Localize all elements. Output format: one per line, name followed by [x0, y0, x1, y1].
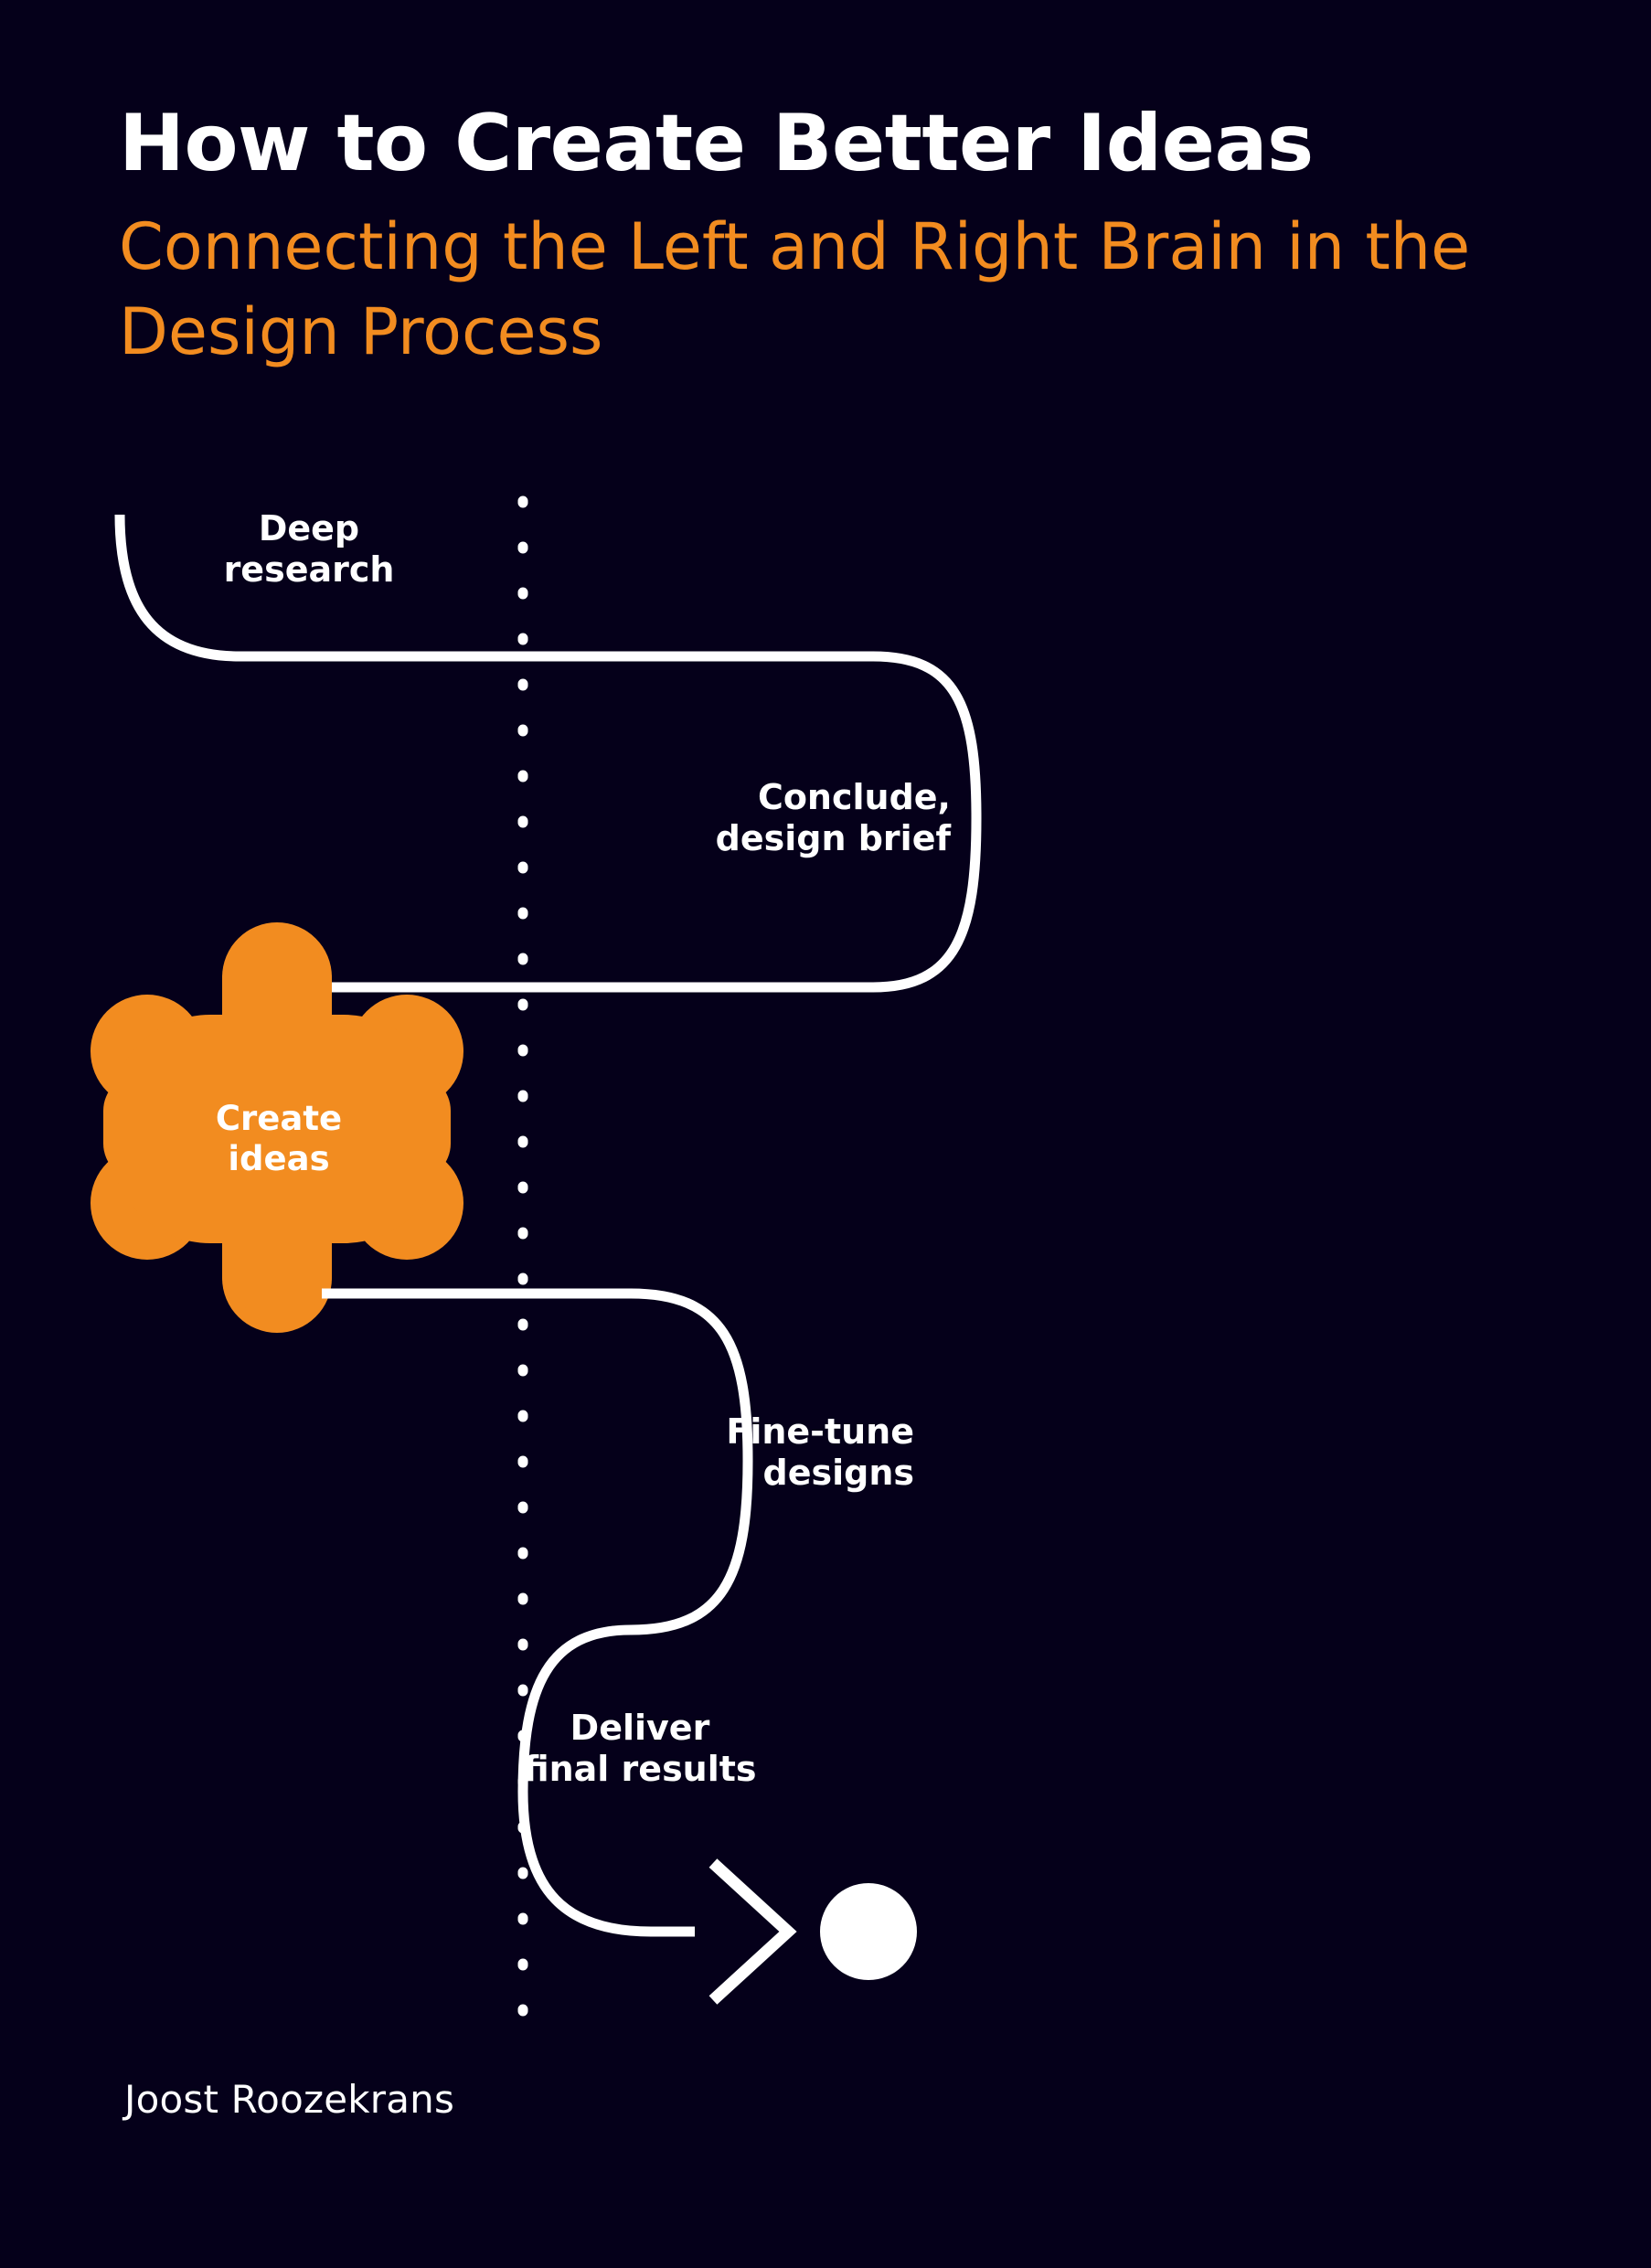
- flow-path-ideas-to-delivery: [322, 1288, 753, 1937]
- author-name: Joost Roozekrans: [124, 2077, 455, 2122]
- page-title: How to Create Better Ideas: [119, 98, 1314, 189]
- step-label-fine-tune: Fine-tune designs: [726, 1411, 914, 1493]
- final-result-dot-icon: [820, 1883, 917, 1980]
- step-label-deep-research: Deep research: [223, 508, 395, 590]
- step-label-conclude: Conclude, design brief: [715, 777, 951, 858]
- create-ideas-blob-icon: [91, 922, 463, 1333]
- step-label-create-ideas: Create ideas: [215, 1099, 343, 1178]
- page-subtitle: Connecting the Left and Right Brain in t…: [119, 209, 1471, 369]
- flow-path-research-to-ideas: [114, 514, 982, 993]
- step-label-deliver: Deliver final results: [523, 1708, 757, 1789]
- chevron-right-icon: [708, 1858, 797, 2005]
- title-block: How to Create Better Ideas Connecting th…: [119, 102, 1545, 374]
